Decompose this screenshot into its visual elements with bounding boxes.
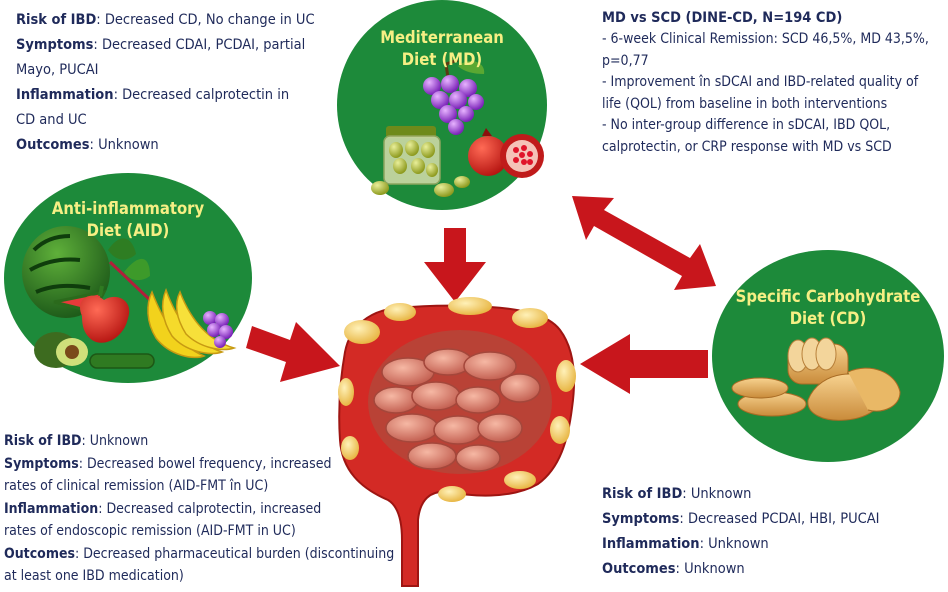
scd-outcomes-text: : Unknown [675, 561, 745, 577]
scd-symptoms-label: Symptoms [602, 511, 680, 527]
md-risk-text: : Decreased CD, No change in UC [96, 12, 315, 28]
scd-title-line2: Diet (CD) [789, 309, 867, 328]
intestine-icon [338, 297, 576, 587]
md-outcomes-row: Outcomes: Unknown [16, 133, 336, 158]
aid-outcomes-row: Outcomes: Decreased pharmaceutical burde… [4, 543, 404, 566]
anti-inflammatory-foods-icon [22, 226, 237, 369]
md-title: Mediterranean Diet (MD) [337, 27, 547, 71]
aid-title-line2: Diet (AID) [86, 221, 170, 240]
md-symptoms-row: Symptoms: Decreased CDAI, PCDAI, partial [16, 33, 336, 58]
md-inflammation-label: Inflammation [16, 87, 114, 103]
md-symptoms-label: Symptoms [16, 37, 94, 53]
scd-risk-row: Risk of IBD: Unknown [602, 482, 942, 507]
scd-title: Specific Carbohydrate Diet (CD) [712, 286, 944, 330]
aid-risk-label: Risk of IBD [4, 433, 82, 449]
comparison-line6: calprotectin, or CRP response with MD vs… [602, 138, 892, 155]
scd-outcomes-label: Outcomes [602, 561, 676, 577]
aid-inflammation-text2: rates of endoscopic remission (AID-FMT i… [4, 523, 296, 539]
comparison-line4: life (QOL) from baseline in both interve… [602, 95, 888, 112]
md-title-line1: Mediterranean [380, 28, 504, 47]
comparison-heading: MD vs SCD (DINE-CD, N=194 CD) [602, 10, 843, 26]
md-outcomes-label: Outcomes [16, 137, 90, 153]
aid-symptoms-text: : Decreased bowel frequency, increased [78, 455, 332, 472]
md-inflammation-text2: CD and UC [16, 112, 87, 128]
arrow-scd-left [580, 334, 708, 394]
comparison-line5: - No inter-group difference in sDCAI, IB… [602, 117, 891, 133]
md-symptoms-text2: Mayo, PUCAI [16, 62, 99, 78]
comparison-line3: - Improvement în sDCAI and IBD-related q… [602, 74, 919, 90]
comparison-line1: - 6-week Clinical Remission: SCD 46,5%, … [602, 31, 929, 47]
bread-icon [731, 337, 901, 421]
aid-risk-text: : Unknown [81, 433, 149, 449]
aid-risk-row: Risk of IBD: Unknown [4, 430, 404, 453]
scd-findings-box: Risk of IBD: Unknown Symptoms: Decreased… [602, 482, 942, 582]
scd-title-line1: Specific Carbohydrate [735, 287, 921, 306]
scd-risk-label: Risk of IBD [602, 486, 683, 502]
md-findings-box: Risk of IBD: Decreased CD, No change in … [16, 8, 336, 158]
scd-inflammation-text: : Unknown [699, 536, 769, 552]
scd-symptoms-row: Symptoms: Decreased PCDAI, HBI, PUCAI [602, 507, 942, 532]
comparison-line2: p=0,77 [602, 52, 649, 69]
aid-inflammation-text: : Decreased calprotectin, increased [98, 500, 322, 517]
scd-inflammation-label: Inflammation [602, 536, 700, 552]
scd-risk-text: : Unknown [682, 486, 752, 502]
scd-outcomes-row: Outcomes: Unknown [602, 557, 942, 582]
aid-findings-box: Risk of IBD: Unknown Symptoms: Decreased… [4, 430, 404, 588]
md-title-line2: Diet (MD) [401, 50, 483, 69]
md-inflammation-text: : Decreased calprotectin in [113, 87, 290, 103]
scd-symptoms-text: : Decreased PCDAI, HBI, PUCAI [679, 511, 880, 527]
aid-title: Anti-inflammatory Diet (AID) [4, 198, 252, 242]
aid-outcomes-text2: at least one IBD medication) [4, 568, 184, 584]
aid-symptoms-label: Symptoms [4, 455, 79, 472]
md-outcomes-text: : Unknown [89, 137, 159, 153]
mediterranean-foods-icon [371, 58, 544, 197]
arrow-aid-right [246, 322, 340, 382]
aid-outcomes-label: Outcomes [4, 545, 75, 562]
aid-title-line1: Anti-inflammatory [51, 199, 205, 218]
comparison-box: MD vs SCD (DINE-CD, N=194 CD) - 6-week C… [602, 7, 944, 158]
md-symptoms-text: : Decreased CDAI, PCDAI, partial [93, 37, 306, 53]
arrow-md-down [424, 228, 486, 302]
md-inflammation-row: Inflammation: Decreased calprotectin in [16, 83, 336, 108]
aid-inflammation-row: Inflammation: Decreased calprotectin, in… [4, 498, 404, 521]
md-risk-row: Risk of IBD: Decreased CD, No change in … [16, 8, 336, 33]
aid-inflammation-label: Inflammation [4, 500, 99, 517]
aid-symptoms-row: Symptoms: Decreased bowel frequency, inc… [4, 453, 404, 476]
arrow-double-md-scd [572, 196, 716, 290]
aid-symptoms-text2: rates of clinical remission (AID-FMT în … [4, 478, 269, 494]
md-risk-label: Risk of IBD [16, 12, 97, 28]
aid-outcomes-text: : Decreased pharmaceutical burden (disco… [74, 545, 395, 562]
scd-inflammation-row: Inflammation: Unknown [602, 532, 942, 557]
